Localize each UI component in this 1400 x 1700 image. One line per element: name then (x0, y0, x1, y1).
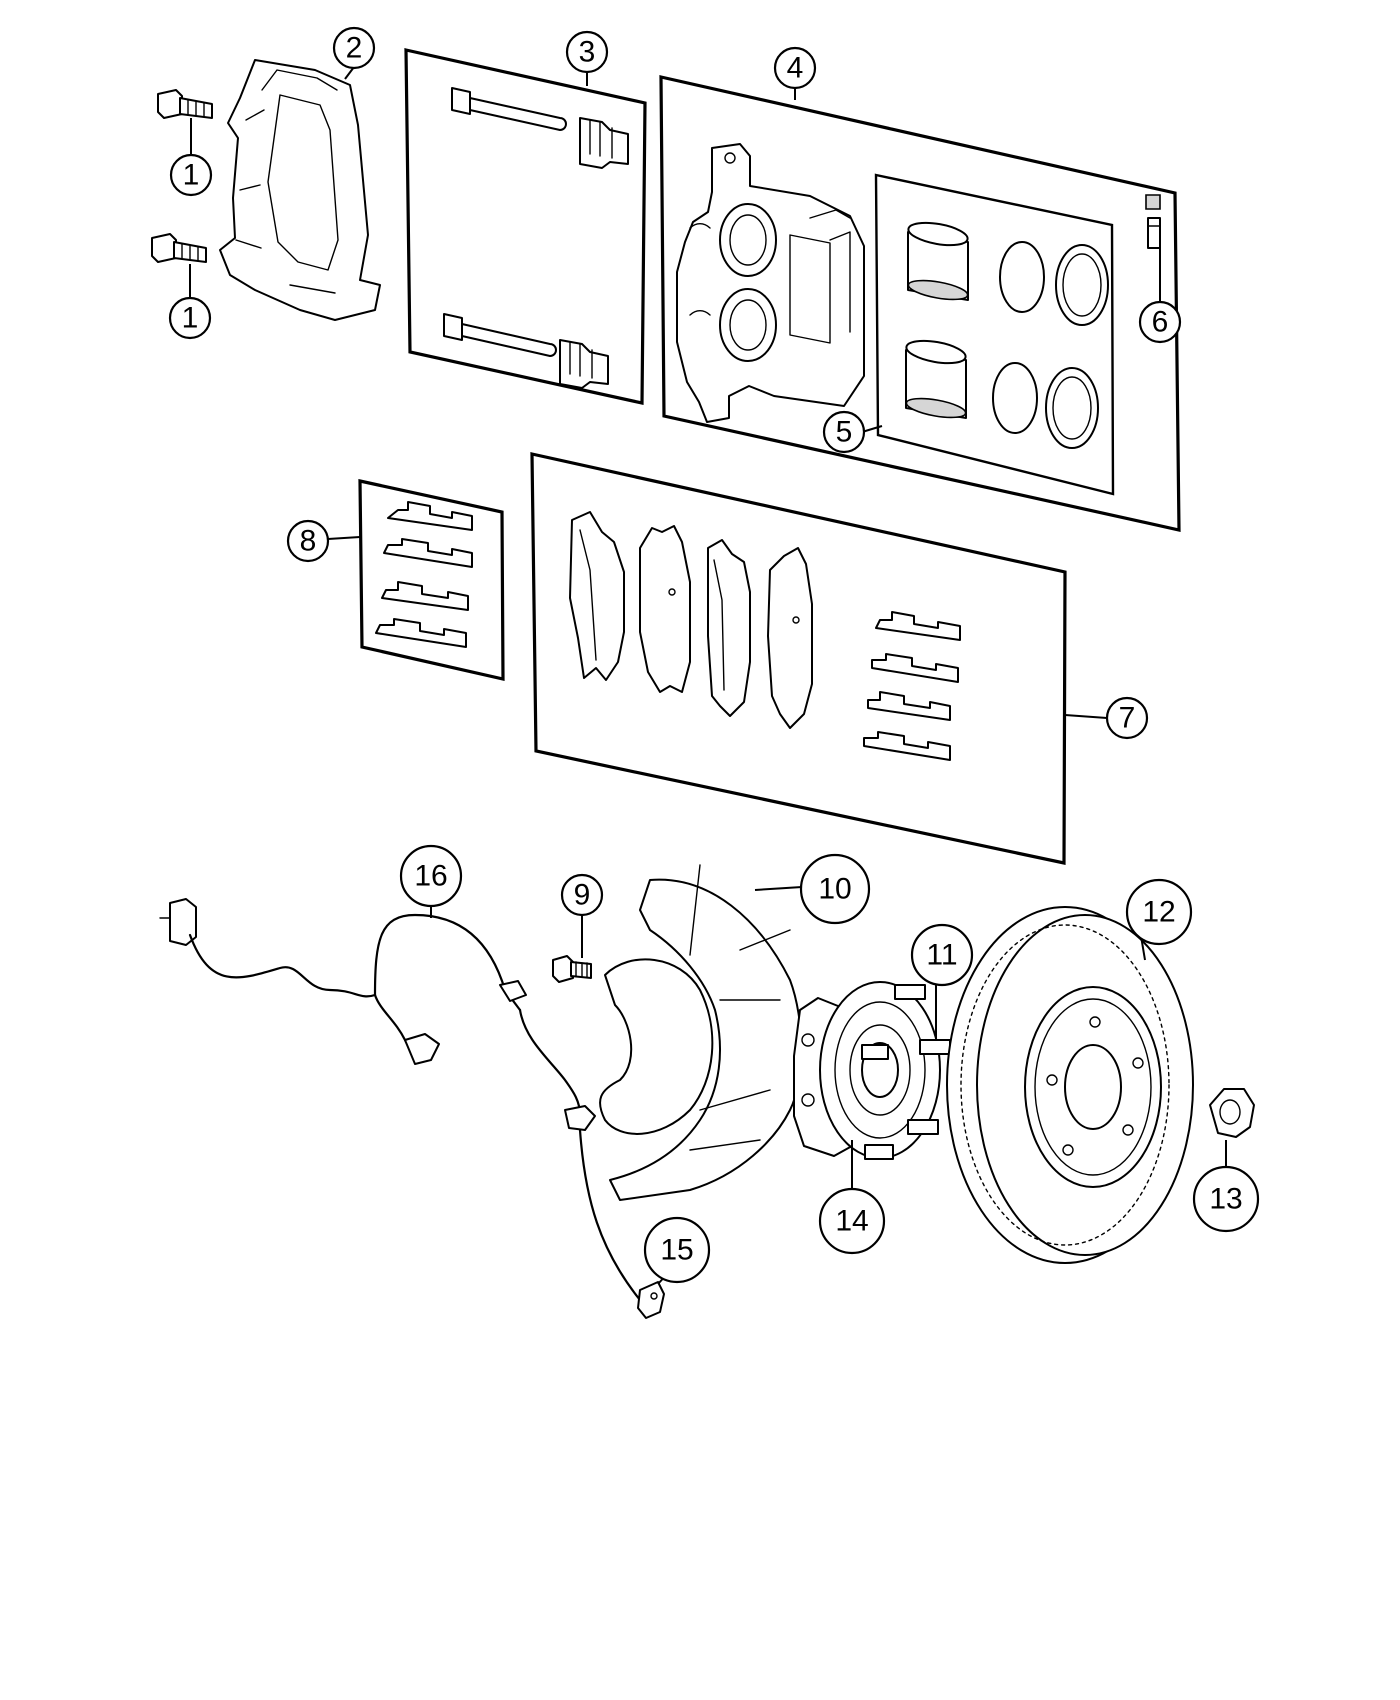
guide-pin-lower (443, 313, 557, 357)
wheel-speed-sensor (637, 1281, 665, 1319)
pad-clip-kit-box (358, 479, 505, 682)
brake-caliper (676, 143, 865, 423)
svg-text:1: 1 (183, 159, 200, 192)
bolt-upper (157, 89, 213, 119)
callout-13: 13 (1192, 1165, 1260, 1233)
callout-3: 3 (565, 30, 609, 74)
brake-pad-4 (767, 547, 813, 729)
brake-pad-2 (639, 525, 691, 693)
callout-9: 9 (560, 873, 604, 917)
pad-clips-large-set (863, 611, 961, 761)
callout-5: 5 (822, 410, 866, 454)
caliper-piston-upper (907, 221, 969, 301)
svg-text:15: 15 (660, 1234, 693, 1267)
dust-boot-upper (1055, 244, 1109, 326)
callout-16: 16 (399, 844, 463, 908)
callout-8: 8 (286, 519, 330, 563)
svg-text:11: 11 (926, 939, 957, 972)
brake-pad-3 (707, 539, 751, 717)
guide-pin-upper (451, 87, 567, 131)
brake-pad-1 (569, 511, 625, 681)
callout-15: 15 (643, 1216, 711, 1284)
brake-rotor (946, 906, 1194, 1264)
wheel-speed-sensor-harness (159, 898, 642, 1302)
svg-text:12: 12 (1142, 896, 1175, 929)
hub-bearing-assembly (793, 981, 941, 1159)
piston-seal-lower (992, 362, 1038, 434)
guide-pin-boot-upper (579, 117, 629, 169)
svg-text:13: 13 (1209, 1183, 1242, 1216)
svg-text:3: 3 (579, 36, 596, 69)
caliper-assembly-box (659, 74, 1181, 532)
svg-text:6: 6 (1152, 306, 1169, 339)
bleeder-screw (1145, 194, 1161, 249)
callout-1-upper: 1 (169, 153, 213, 197)
wheel-studs (861, 984, 951, 1160)
svg-text:2: 2 (346, 32, 363, 65)
callout-11: 11 (910, 923, 974, 987)
piston-seal-kit-box (874, 173, 1115, 496)
callout-1-lower: 1 (168, 296, 212, 340)
pad-clips-small-set (375, 501, 473, 648)
svg-text:10: 10 (818, 873, 851, 906)
guide-pin-kit-box (404, 48, 647, 405)
dust-boot-lower (1045, 367, 1099, 449)
shield-bolt (552, 955, 592, 983)
brake-pad-kit-box (530, 452, 1067, 865)
callout-4: 4 (773, 46, 817, 90)
piston-seal-upper (999, 241, 1045, 313)
hub-nut (1209, 1088, 1255, 1138)
callout-12: 12 (1125, 878, 1193, 946)
svg-text:9: 9 (574, 879, 591, 912)
svg-text:4: 4 (787, 52, 804, 85)
svg-text:8: 8 (300, 525, 317, 558)
bolt-lower (151, 233, 207, 263)
guide-pin-boot-lower (559, 339, 609, 389)
callout-2: 2 (332, 26, 376, 70)
brake-splash-shield (599, 864, 803, 1201)
svg-text:5: 5 (836, 416, 853, 449)
svg-text:16: 16 (414, 860, 447, 893)
callout-14: 14 (818, 1187, 886, 1255)
svg-text:7: 7 (1119, 702, 1136, 735)
callout-7: 7 (1105, 696, 1149, 740)
caliper-mounting-bracket (219, 59, 381, 321)
callout-10: 10 (799, 853, 871, 925)
caliper-piston-lower (905, 339, 967, 419)
svg-text:14: 14 (835, 1205, 868, 1238)
callout-6: 6 (1138, 300, 1182, 344)
svg-text:1: 1 (182, 302, 199, 335)
